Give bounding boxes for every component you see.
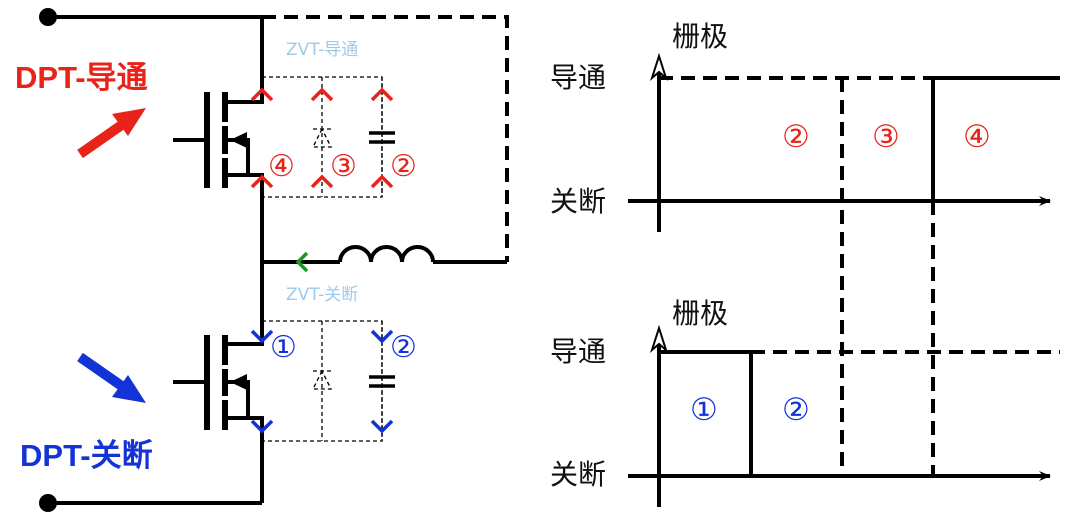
- top-region-marker-2: ②: [390, 149, 417, 184]
- inductor-current-arrow: [295, 251, 309, 273]
- top-region-marker-4: ④: [268, 149, 295, 184]
- chart-top-gate-label: 栅极: [672, 20, 729, 53]
- chart-bottom-phase-2: ②: [782, 392, 810, 428]
- top-region-marker-3: ③: [330, 149, 357, 184]
- timing-chart-top: [628, 52, 1060, 476]
- timing-chart-bottom: [628, 324, 1060, 507]
- bottom-zvt-box: [262, 320, 383, 442]
- zvt-on-label: ZVT-导通: [286, 40, 359, 60]
- chart-bottom-on-label: 导通: [550, 335, 607, 368]
- top-current-arrows: [250, 87, 394, 189]
- zvt-off-label: ZVT-关断: [286, 285, 359, 305]
- bottom-mosfet: [173, 335, 264, 430]
- terminal-top: [39, 8, 57, 26]
- chart-top-phase-3: ③: [872, 119, 900, 155]
- bottom-region-marker-2: ②: [390, 330, 417, 365]
- inductor: [338, 245, 435, 263]
- terminal-bottom: [39, 494, 57, 512]
- chart-bottom-off-label: 关断: [550, 458, 607, 491]
- dpt-off-label: DPT-关断: [20, 438, 153, 473]
- chart-top-phase-2: ②: [782, 119, 810, 155]
- chart-bottom-gate-label: 栅极: [672, 297, 729, 330]
- circuit-wiring: [48, 15, 509, 505]
- bottom-current-arrows: [250, 329, 394, 434]
- chart-top-phase-4: ④: [963, 119, 991, 155]
- chart-bottom-phase-1: ①: [690, 392, 718, 428]
- bottom-region-marker-1: ①: [270, 330, 297, 365]
- bottom-capacitor: [369, 375, 395, 388]
- dpt-off-arrow: [77, 352, 146, 403]
- chart-top-on-label: 导通: [550, 61, 607, 94]
- chart-top-off-label: 关断: [550, 185, 607, 218]
- dpt-on-label: DPT-导通: [15, 60, 148, 95]
- top-mosfet: [173, 92, 264, 188]
- top-capacitor: [369, 131, 395, 144]
- dpt-on-arrow: [77, 108, 146, 159]
